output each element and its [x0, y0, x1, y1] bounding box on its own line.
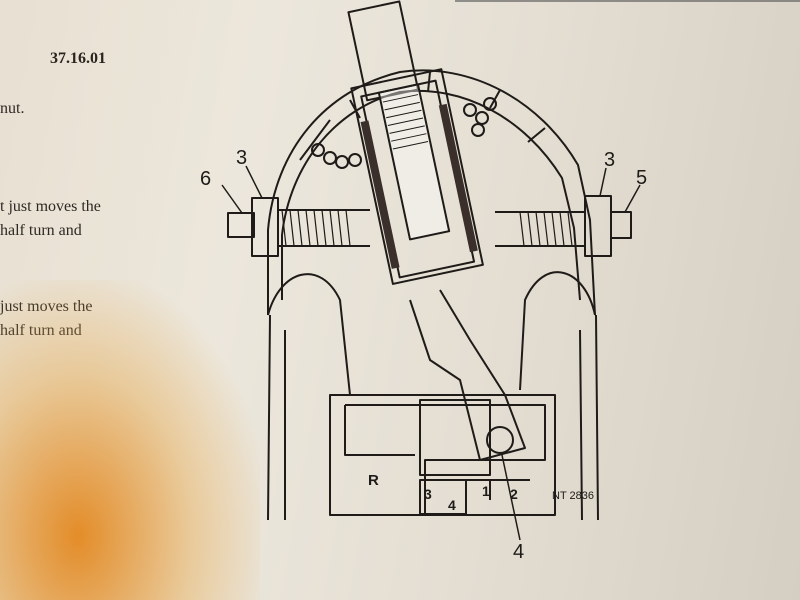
- text-line: t just moves the: [0, 198, 101, 215]
- selector-gate: [329, 394, 556, 516]
- right-adjuster: [495, 195, 632, 257]
- callout-3-right: 3: [604, 149, 615, 171]
- reference-number: 37.16.01: [50, 50, 106, 67]
- callout-5: 5: [636, 167, 647, 189]
- text-line: half turn and: [0, 222, 82, 239]
- left-adjuster: [227, 197, 370, 257]
- callout-6: 6: [200, 168, 211, 190]
- right-spring: [463, 97, 497, 137]
- lever-shaft: [347, 0, 484, 285]
- gate-label-3: 3: [424, 486, 432, 502]
- top-rule: [455, 0, 800, 2]
- gate-label-4: 4: [448, 497, 456, 513]
- callout-4: 4: [513, 541, 524, 563]
- housing-arch-inner: [281, 89, 581, 301]
- gate-label-R: R: [368, 472, 379, 489]
- gate-label-2: 2: [510, 486, 518, 502]
- gate-label-1: 1: [482, 483, 490, 499]
- diagram-code: NT 2836: [552, 490, 594, 502]
- lever-pin: [486, 426, 514, 454]
- lever-arm: [409, 289, 526, 461]
- housing-arch: [267, 69, 596, 316]
- callout-3-left: 3: [236, 147, 247, 169]
- text-line: nut.: [0, 100, 25, 117]
- left-spring: [311, 143, 362, 169]
